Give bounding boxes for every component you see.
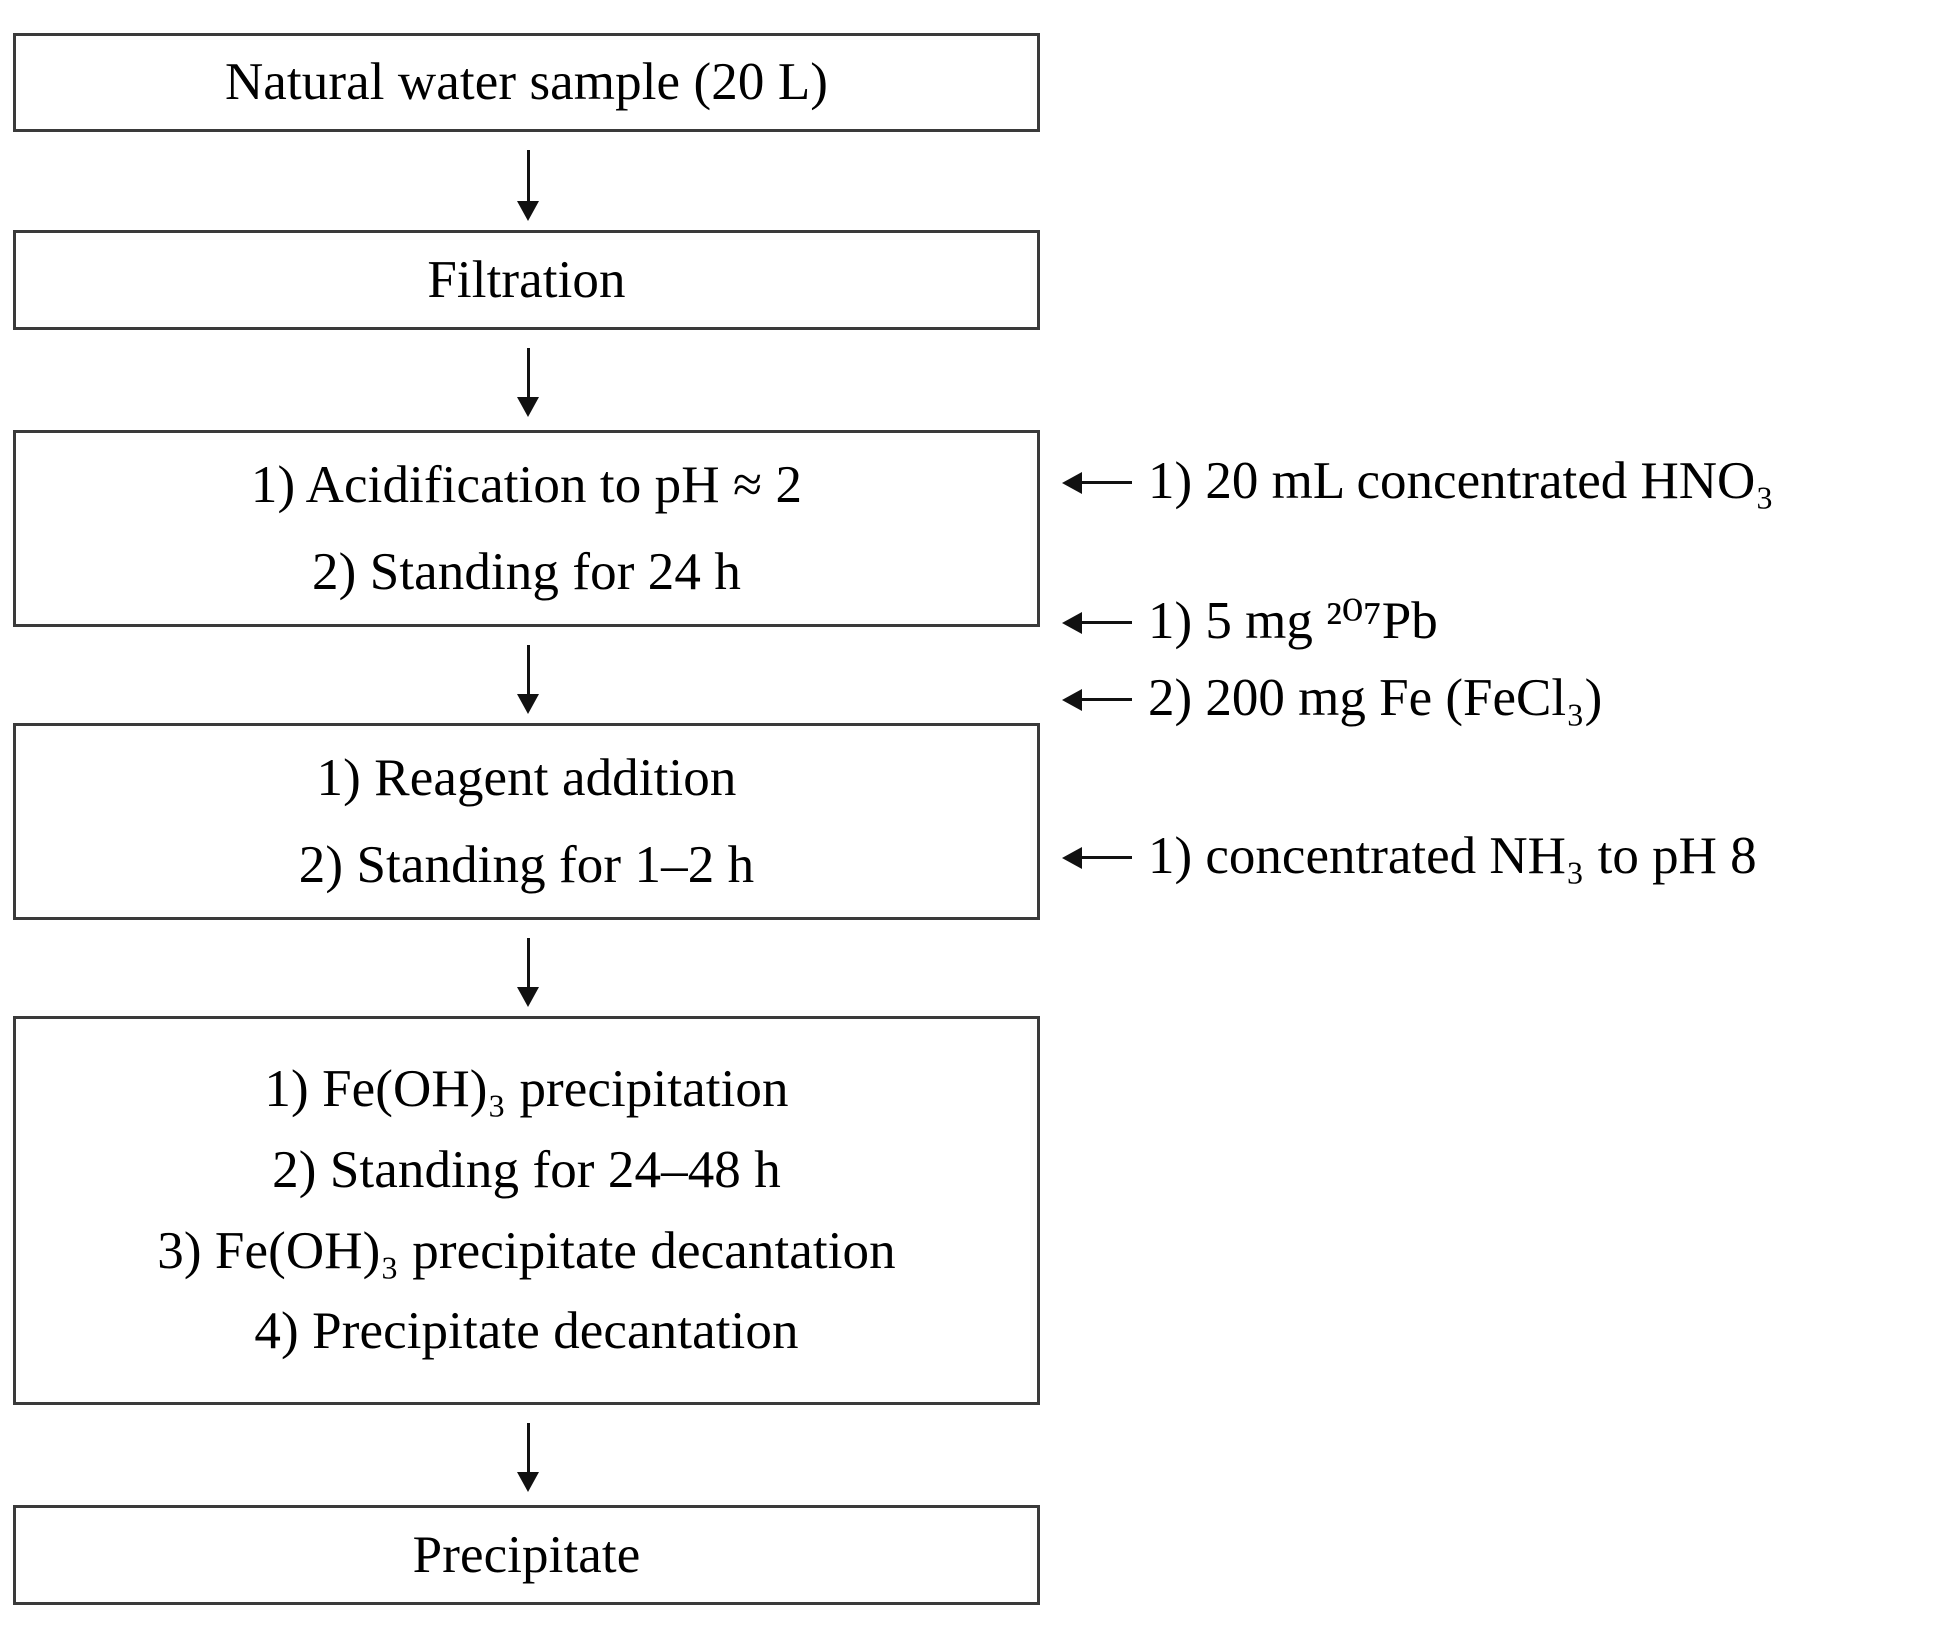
flow-node-precipitation-line-1: 1) Fe(OH)₃ precipitation — [264, 1059, 789, 1118]
annotation-hno3-text: 1) 20 mL concentrated HNO₃ — [1148, 452, 1774, 510]
arrow-head-down-icon — [517, 987, 539, 1007]
flow-node-reagent-addition: 1) Reagent addition 2) Standing for 1–2 … — [13, 723, 1040, 920]
flow-node-reagent-addition-line-1: 1) Reagent addition — [316, 748, 737, 807]
flow-node-filtration-line-1: Filtration — [427, 250, 626, 309]
arrow-head-down-icon — [517, 1472, 539, 1492]
flow-node-acidification-line-1: 1) Acidification to pH ≈ 2 — [250, 455, 803, 514]
arrow-left-icon — [1062, 470, 1132, 494]
flow-node-acidification-line-2: 2) Standing for 24 h — [312, 542, 741, 601]
flow-node-precipitate: Precipitate — [13, 1505, 1040, 1605]
arrow-left-icon — [1062, 687, 1132, 711]
arrow-left-icon — [1062, 845, 1132, 869]
arrow-head-down-icon — [517, 201, 539, 221]
annotation-nh3: 1) concentrated NH₃ to pH 8 — [1062, 830, 1757, 883]
arrow-head-down-icon — [517, 694, 539, 714]
flow-node-reagent-addition-line-2: 2) Standing for 1–2 h — [298, 835, 755, 894]
annotation-nh3-text: 1) concentrated NH₃ to pH 8 — [1148, 827, 1757, 885]
flow-node-precipitate-line-1: Precipitate — [412, 1525, 641, 1584]
flow-node-precipitation: 1) Fe(OH)₃ precipitation 2) Standing for… — [13, 1016, 1040, 1405]
arrow-shaft — [526, 150, 530, 202]
arrow-shaft — [526, 348, 530, 398]
annotation-pb207: 1) 5 mg ²⁰⁷Pb — [1062, 595, 1438, 648]
arrow-shaft — [526, 1423, 530, 1473]
annotation-fecl3: 2) 200 mg Fe (FeCl₃) — [1062, 672, 1602, 725]
flow-node-acidification: 1) Acidification to pH ≈ 2 2) Standing f… — [13, 430, 1040, 627]
annotation-pb207-text: 1) 5 mg ²⁰⁷Pb — [1148, 592, 1438, 650]
flow-node-filtration: Filtration — [13, 230, 1040, 330]
flow-node-precipitation-line-2: 2) Standing for 24–48 h — [272, 1140, 781, 1199]
flow-node-precipitation-line-4: 4) Precipitate decantation — [254, 1302, 799, 1361]
flow-node-sample: Natural water sample (20 L) — [13, 33, 1040, 132]
flow-node-precipitation-line-3: 3) Fe(OH)₃ precipitate decantation — [157, 1221, 896, 1280]
annotation-fecl3-text: 2) 200 mg Fe (FeCl₃) — [1148, 669, 1603, 727]
arrow-head-down-icon — [517, 397, 539, 417]
flow-node-sample-line-1: Natural water sample (20 L) — [224, 53, 829, 112]
arrow-shaft — [526, 645, 530, 695]
arrow-shaft — [526, 938, 530, 988]
arrow-left-icon — [1062, 610, 1132, 634]
annotation-hno3: 1) 20 mL concentrated HNO₃ — [1062, 455, 1774, 508]
